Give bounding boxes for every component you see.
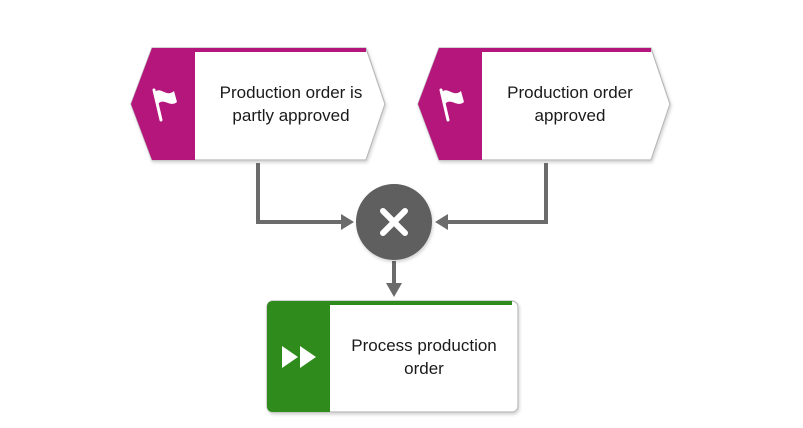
flag-icon [439,88,464,122]
arrow-event1-to-connector [256,163,354,230]
flag-icon [152,88,177,122]
arrow-connector-to-function [386,261,402,297]
function-label: Process production order [351,336,497,378]
arrow-event2-to-connector [435,163,548,230]
event-shape-1[interactable] [130,47,386,161]
event-label-1: Production order is partly approved [219,83,363,125]
function-shape[interactable] [266,300,519,413]
fast-forward-icon [282,346,316,368]
x-icon [380,208,408,236]
event-label-2: Production order approved [507,83,633,125]
event-shape-2[interactable] [417,47,671,161]
